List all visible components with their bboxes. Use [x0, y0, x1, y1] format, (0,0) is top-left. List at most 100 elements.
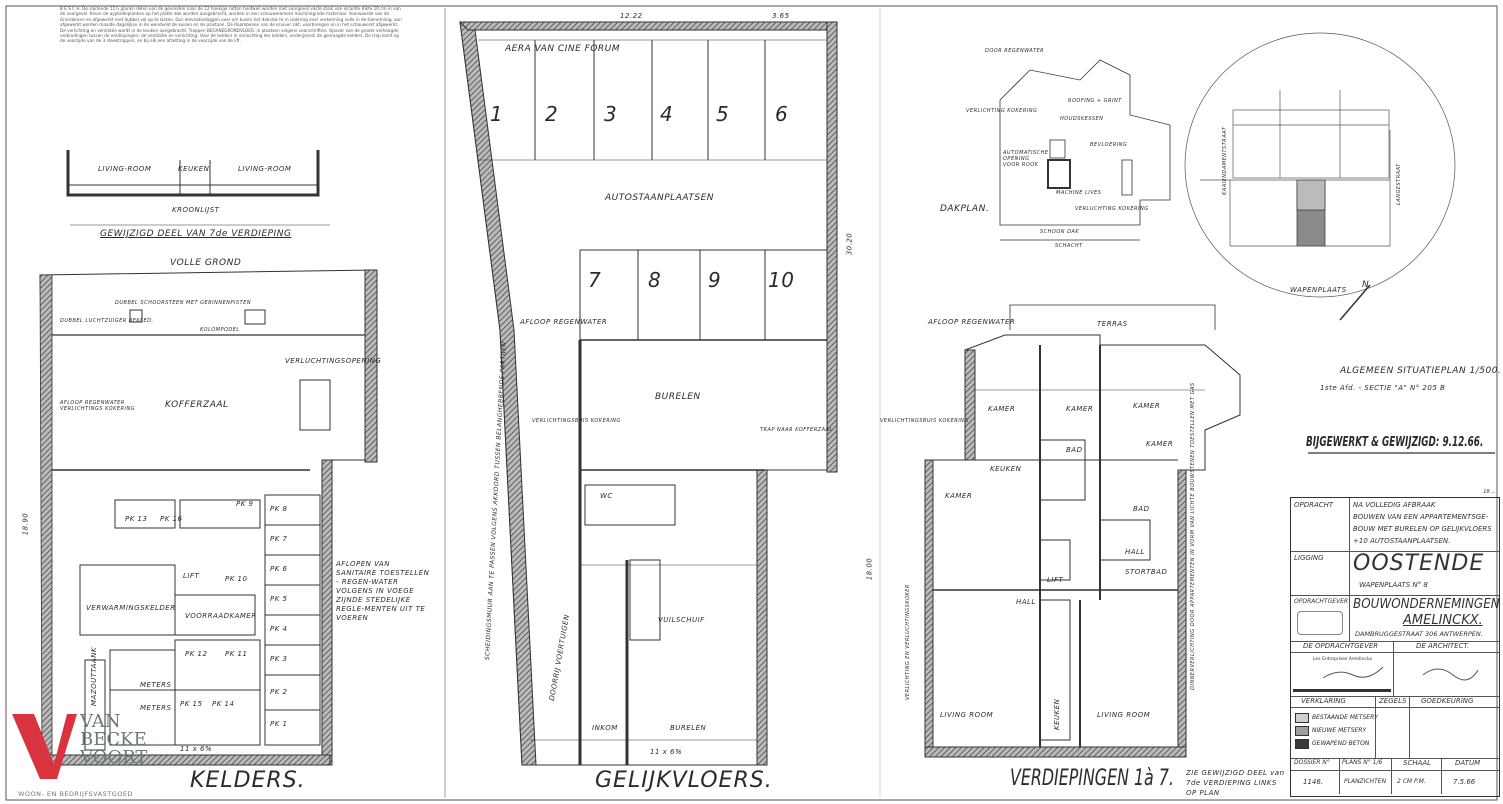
dak-label-10: SCHACHT: [1055, 243, 1083, 249]
verdiepingen-title: VERDIEPINGEN 1à 7.: [1010, 766, 1174, 791]
label-pk3: PK 3: [270, 655, 288, 663]
label-kelders-scale: 11 x 6%: [180, 745, 213, 753]
kelders-dim-side: 18.90: [21, 512, 30, 536]
dak-label-8: VERLUCHTING KOKERING: [1075, 206, 1149, 212]
verd-stortbad: STORTBAD: [1125, 568, 1168, 576]
label-pk11: PK 11: [225, 650, 248, 658]
company-name-2: AMELINCKX.: [1403, 613, 1483, 628]
label-luchtzuiger: DUBBEL LUCHTZUIGER BEKLED.: [60, 318, 154, 324]
ligging-label: LIGGING: [1294, 554, 1324, 562]
label-voorraadkamer: VOORRAADKAMER: [185, 612, 257, 620]
label-volle-grond: VOLLE GROND: [170, 258, 242, 268]
gewijzigd-deel-plan: [66, 150, 330, 226]
situatie-left-street: KAAIENDAMENTSTRAAT: [1222, 126, 1228, 195]
logo-line-1: VAN: [80, 711, 121, 732]
label-burelen-1: BURELEN: [655, 392, 701, 402]
gelijkvloers-plan: [458, 21, 838, 766]
opdracht-line-3: BOUW MET BURELEN OP GELIJKVLOERS: [1353, 525, 1492, 533]
legend-item: GEWAPEND BETON: [1295, 737, 1378, 750]
label-pk10: PK 10: [225, 575, 248, 583]
label-verwarmingskelder: VERWARMINGSKELDER: [86, 604, 176, 612]
verd-kamer-5: KAMER: [945, 492, 973, 500]
legend-item: BESTAANDE METSERY: [1295, 711, 1378, 724]
legend-item: NIEUWE METSERY: [1295, 724, 1378, 737]
logo-v-icon: [12, 714, 77, 779]
situatie-wapenplaats: WAPENPLAATS: [1290, 286, 1347, 294]
verd-keuken-2: KEUKEN: [1053, 698, 1061, 730]
opdracht-line-1: NA VOLLEDIG AFBRAAK: [1353, 501, 1436, 509]
logo-tagline: WOON- EN BEDRIJFSVASTGOED: [18, 790, 133, 798]
verd-hall-1: HALL: [1016, 598, 1036, 606]
legend-swatch: [1295, 712, 1309, 723]
label-lift: LIFT: [183, 572, 200, 580]
parking-3: 3: [604, 102, 618, 126]
dak-label-2: VERLICHTING KOKERING: [966, 108, 1038, 114]
de-opdrachtgever: DE OPDRACHTGEVER: [1303, 642, 1379, 650]
verd-living-1: LIVING ROOM: [940, 711, 994, 719]
parking-5: 5: [716, 102, 730, 126]
label-aera-cine-forum: AERA VAN CINE FORUM: [505, 44, 620, 54]
revision-note: BIJGEWERKT & GEWIJZIGD: 9.12.66.: [1306, 435, 1484, 450]
corner-note: 18 ...: [1483, 489, 1496, 495]
parking-8: 8: [648, 268, 662, 292]
label-vuilschuif: VUILSCHUIF: [658, 616, 705, 624]
label-afloop-sanitaire: AFLOPEN VAN SANITAIRE TOESTELLEN - REGEN…: [336, 560, 430, 622]
label-schoorsteen: DUBBEL SCHOORSTEEN MET GEBINNENPISTEN: [115, 300, 252, 306]
label-meters-1: METERS: [140, 681, 172, 689]
label-pk9: PK 9: [236, 500, 254, 508]
gelijkvloers-scale: 11 x 6%: [650, 748, 683, 756]
stamp-box: [1297, 611, 1343, 635]
dak-label-6: AUTOMATISCHE OPENING VOOR ROOK: [1003, 150, 1049, 168]
sheet-border: [5, 5, 1498, 801]
situatie-right-street: LANGESTRAAT: [1396, 163, 1402, 205]
legend-label: NIEUWE METSERY: [1312, 727, 1367, 734]
dak-label-1: DOOR REGENWATER: [985, 48, 1045, 54]
gelijkvloers-title: GELIJKVLOERS.: [595, 768, 773, 793]
label-afloop: AFLOOP REGENWATER VERLICHTINGS KOKERING: [60, 400, 136, 412]
label-pk16: PK 16: [160, 515, 183, 523]
label-pk8: PK 8: [270, 505, 288, 513]
header-datum: DATUM: [1455, 759, 1481, 767]
verd-living-2: LIVING ROOM: [1097, 711, 1151, 719]
label-meters-2: METERS: [140, 704, 172, 712]
logo-line-3: VOORT: [80, 747, 148, 768]
company-name-1: BOUWONDERNEMINGEN: [1353, 597, 1500, 612]
verd-kamer-2: KAMER: [1066, 405, 1094, 413]
label-verlichtingsbuis: VERLICHTINGSBUIS KOKERING: [532, 418, 621, 424]
zegels-label: ZEGELS: [1379, 697, 1407, 705]
logo-line-2: BECKE: [80, 729, 147, 750]
verd-side-note: DINNERVERLICHTING DOOR APPARTEMENTEN IN …: [1190, 382, 1196, 690]
label-pk14: PK 14: [212, 700, 235, 708]
dakplan-title: DAKPLAN.: [940, 204, 990, 214]
verd-afloop: AFLOOP REGENWATER: [928, 318, 1016, 326]
signatures-icon: [1293, 666, 1479, 692]
verd-side-note-2: VERLICHTING EN VERLUCHTINGSKOKER: [905, 584, 911, 700]
dak-label-9: SCHOON DAK: [1040, 229, 1080, 235]
verd-bad-1: BAD: [1066, 446, 1083, 454]
dak-label-5: BEVLOERING: [1090, 142, 1128, 148]
legend-label: GEWAPEND BETON: [1312, 740, 1370, 747]
label-pk2: PK 2: [270, 688, 288, 696]
label-verluchting: VERLUCHTINGSOPENING: [285, 357, 382, 365]
gelijkvloers-dim-top: 12.22: [620, 12, 643, 20]
label-autostaanplaatsen: AUTOSTAANPLAATSEN: [605, 193, 714, 203]
dak-label-4: HOUDSKESSEN: [1060, 116, 1104, 122]
verd-bad-2: BAD: [1133, 505, 1150, 513]
legend-label: BESTAANDE METSERY: [1312, 714, 1378, 721]
label-pk4: PK 4: [270, 625, 288, 633]
label-pk7: PK 7: [270, 535, 288, 543]
dak-label-7: MACHINE LIVES: [1056, 190, 1102, 196]
parking-6: 6: [775, 102, 789, 126]
vanbeckevoort-logo: VAN BECKE VOORT WOON- EN BEDRIJFSVASTGOE…: [10, 712, 160, 804]
legend-swatch: [1295, 725, 1309, 736]
parking-10: 10: [768, 268, 795, 292]
city-name: OOSTENDE: [1353, 551, 1485, 576]
verd-verlichtingsbuis: VERLICHTINGSBUIS KOKERING: [880, 418, 969, 424]
header-dossier: DOSSIER N°: [1294, 759, 1330, 766]
verd-keuken: KEUKEN: [990, 465, 1022, 473]
address: WAPENPLAATS N° 8: [1359, 581, 1428, 589]
construction-notes: B E S C H. De sluitende 11½ plankn delen…: [60, 6, 402, 44]
gelijkvloers-dim-top-right: 3.65: [772, 12, 790, 20]
parking-9: 9: [708, 268, 722, 292]
